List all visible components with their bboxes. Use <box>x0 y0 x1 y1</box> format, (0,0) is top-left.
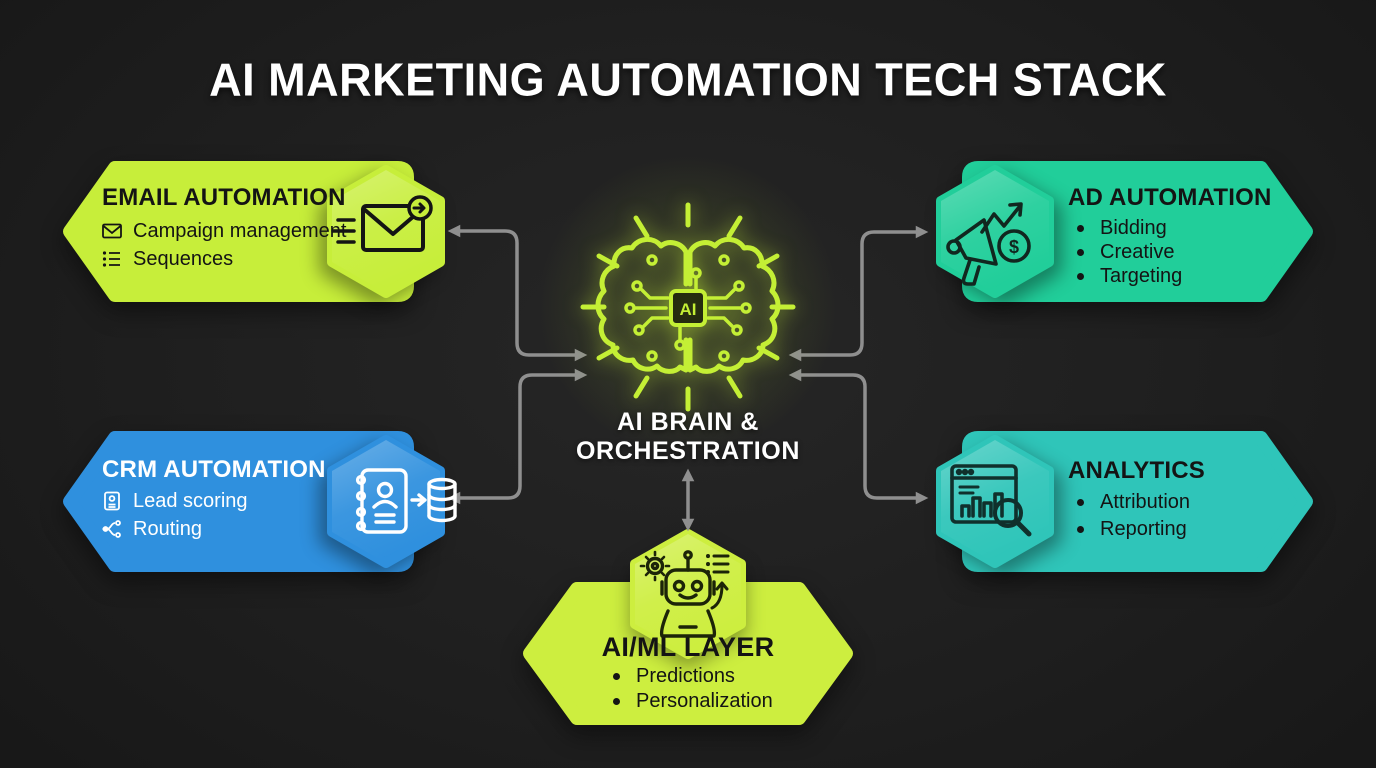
page-title: AI MARKETING AUTOMATION TECH STACK <box>209 52 1167 106</box>
circuit-brain-icon: AI <box>580 202 796 412</box>
dashboard-magnifier-icon <box>950 464 1032 537</box>
hub-label-line1: AI BRAIN & <box>616 408 760 436</box>
connector-brain-ad <box>788 225 929 362</box>
hub-label-line2: ORCHESTRATION <box>576 437 800 465</box>
list-item-label: Reporting <box>1100 518 1187 540</box>
list-item-label: Creative <box>1100 240 1175 263</box>
bullet-dot <box>1077 224 1084 232</box>
list-item: Sequences <box>101 245 346 273</box>
list-item-label: Campaign management <box>133 219 347 242</box>
bullet-dot <box>1077 272 1084 280</box>
bullet-dot <box>613 673 620 680</box>
list-item-label: Lead scoring <box>133 489 248 512</box>
list-item-label: Targeting <box>1100 264 1183 287</box>
list-item: Personalization <box>613 689 773 714</box>
list-item: Routing <box>101 515 248 543</box>
aiml-node-title: AI/ML LAYER <box>601 632 775 662</box>
list-item: Predictions <box>613 664 773 689</box>
ai-chip-label: AI <box>680 300 697 319</box>
list-item: Creative <box>1077 240 1182 264</box>
contact-book-database-icon <box>355 468 457 534</box>
route-split-icon <box>102 520 121 538</box>
bullet-dot <box>1077 248 1084 256</box>
list-item-label: Bidding <box>1100 216 1167 239</box>
email-node-items: Campaign management Sequences <box>101 217 346 273</box>
id-badge-icon <box>104 491 120 511</box>
analytics-node-title: ANALYTICS <box>1068 457 1205 484</box>
email-node-title: EMAIL AUTOMATION <box>102 184 346 211</box>
list-item-label: Predictions <box>636 665 735 687</box>
bullet-dot <box>613 698 620 705</box>
list-item: Attribution <box>1077 489 1190 516</box>
list-item: Targeting <box>1077 264 1182 288</box>
hub-label: AI BRAIN & ORCHESTRATION <box>0 408 1376 466</box>
robot-icon <box>639 550 730 638</box>
list-item: Bidding <box>1077 216 1182 240</box>
megaphone-growth-dollar-icon: $ <box>946 202 1031 286</box>
sequence-list-icon <box>102 251 120 267</box>
ad-node-items: Bidding Creative Targeting <box>1077 216 1182 288</box>
crm-node-items: Lead scoring Routing <box>101 487 248 543</box>
list-item: Campaign management <box>101 217 346 245</box>
list-item-label: Routing <box>133 517 202 540</box>
bullet-dot <box>1077 526 1084 533</box>
ai-chip <box>669 289 707 327</box>
analytics-node-items: Attribution Reporting <box>1077 489 1190 543</box>
list-item-label: Personalization <box>636 690 773 712</box>
list-item-label: Sequences <box>133 247 234 270</box>
list-item: Reporting <box>1077 516 1190 543</box>
brain-circuit-traces <box>624 254 752 362</box>
aiml-node-items: Predictions Personalization <box>613 664 773 714</box>
connector-brain-analytics <box>788 368 929 505</box>
connector-email-brain <box>447 224 588 362</box>
envelope-icon <box>102 223 122 239</box>
crm-node-title: CRM AUTOMATION <box>102 456 326 483</box>
connector-crm-brain <box>447 368 588 505</box>
list-item-label: Attribution <box>1100 491 1191 513</box>
envelope-send-icon <box>331 195 433 252</box>
ad-node-title: AD AUTOMATION <box>1068 184 1272 211</box>
bullet-dot <box>1077 499 1084 506</box>
list-item: Lead scoring <box>101 487 248 515</box>
svg-text:$: $ <box>1009 237 1019 257</box>
